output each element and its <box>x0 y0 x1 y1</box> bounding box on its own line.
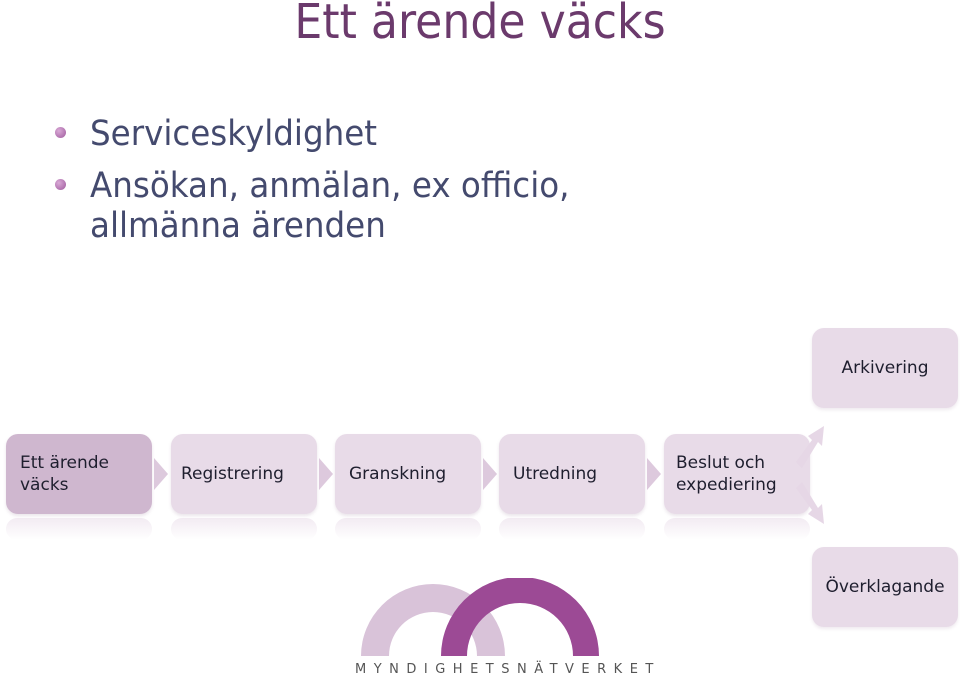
reflection <box>335 518 481 540</box>
arrow-right-icon <box>154 458 168 490</box>
process-step-label: Ett ärende väcks <box>20 453 109 495</box>
process-step-label: Utredning <box>513 464 598 484</box>
process-step-label: Granskning <box>349 464 447 484</box>
logo-text: MYNDIGHETSNÄTVERKET <box>355 662 661 677</box>
process-step-beslut: Beslut och expediering <box>664 434 810 514</box>
slide-title: Ett ärende väcks <box>294 0 666 50</box>
branch-label: Överklagande <box>825 577 945 597</box>
process-step-label: Registrering <box>181 464 284 484</box>
bullet-text: Serviceskyldighet <box>90 114 378 154</box>
arrow-right-icon <box>647 458 661 490</box>
branch-box-overklagande: Överklagande <box>812 547 958 627</box>
bullet-item: Ansökan, anmälan, ex officio, allmänna ä… <box>50 166 690 246</box>
reflection <box>664 518 810 540</box>
bullet-dot-icon <box>55 179 66 190</box>
logo-arcs-icon <box>361 577 599 656</box>
branch-label: Arkivering <box>841 358 929 378</box>
myndighetsnatverket-logo: MYNDIGHETSNÄTVERKET <box>355 577 661 677</box>
reflection <box>171 518 317 540</box>
bullet-text: Ansökan, anmälan, ex officio, allmänna ä… <box>90 166 570 246</box>
process-step-utredning: Utredning <box>499 434 645 514</box>
branch-arrows-icon <box>796 426 824 524</box>
process-step-start: Ett ärende väcks <box>6 434 152 514</box>
arrow-right-icon <box>483 458 497 490</box>
reflection <box>499 518 645 540</box>
bullet-list: Serviceskyldighet Ansökan, anmälan, ex o… <box>50 114 690 258</box>
process-step-registrering: Registrering <box>171 434 317 514</box>
process-step-granskning: Granskning <box>335 434 481 514</box>
process-step-label: Beslut och expediering <box>676 453 777 495</box>
branch-box-arkivering: Arkivering <box>812 328 958 408</box>
bullet-item: Serviceskyldighet <box>50 114 690 154</box>
reflection <box>6 518 152 540</box>
arrow-right-icon <box>319 458 333 490</box>
bullet-dot-icon <box>55 127 66 138</box>
